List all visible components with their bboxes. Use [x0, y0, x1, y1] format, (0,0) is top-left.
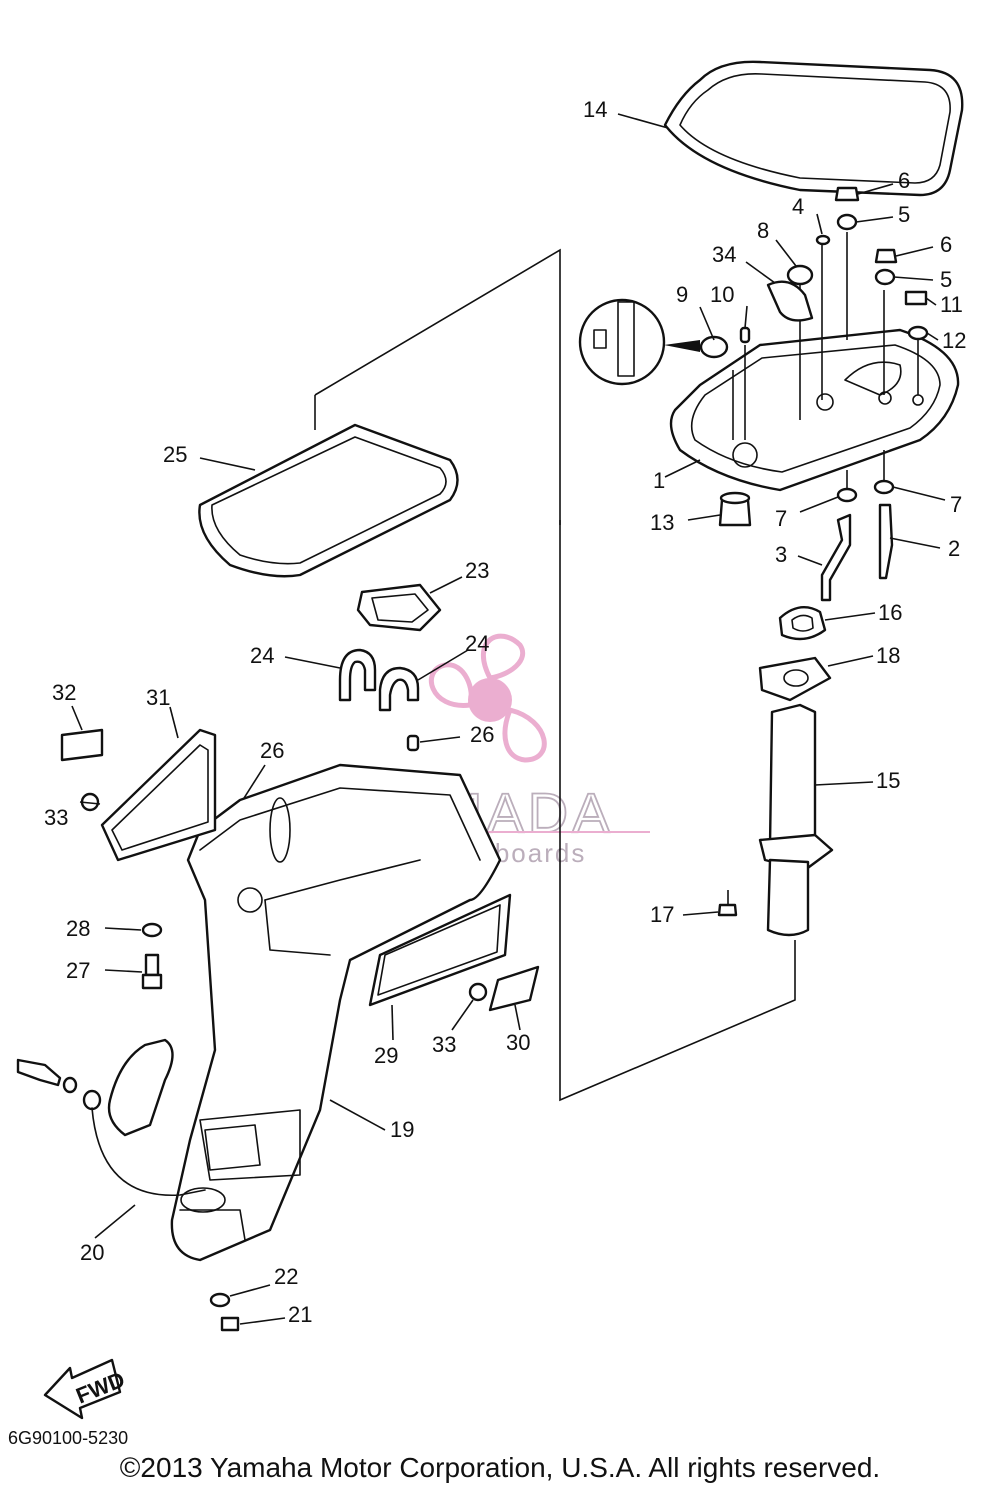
callout-33b: 33: [432, 1032, 456, 1057]
callout-26b: 26: [470, 722, 494, 747]
part-14-seal: [617, 60, 964, 197]
callout-11: 11: [940, 292, 963, 317]
callout-29: 29: [374, 1043, 398, 1068]
callout-24b: 24: [465, 631, 489, 656]
fwd-arrow-icon: FWD: [43, 1358, 128, 1420]
callout-16: 16: [878, 600, 902, 625]
parts-lower-left: [16, 1038, 286, 1332]
parts-upper-mid: [221, 576, 469, 834]
callout-32: 32: [52, 680, 76, 705]
callout-27: 27: [66, 958, 90, 983]
callout-12: 12: [942, 328, 966, 353]
callout-23: 23: [465, 558, 489, 583]
part-25-gasket: [198, 423, 459, 578]
callout-10: 10: [710, 282, 734, 307]
callout-33a: 33: [44, 805, 68, 830]
callout-7b: 7: [950, 492, 962, 517]
fastener-lines: [732, 232, 919, 495]
callout-34: 34: [712, 242, 736, 267]
callout-18: 18: [876, 643, 900, 668]
callout-5a: 5: [898, 202, 910, 227]
callout-25: 25: [163, 442, 187, 467]
copyright-notice: ©2013 Yamaha Motor Corporation, U.S.A. A…: [119, 1452, 881, 1483]
callout-17: 17: [650, 902, 674, 927]
callout-14: 14: [583, 97, 607, 122]
callout-4: 4: [792, 194, 804, 219]
callout-24a: 24: [250, 643, 274, 668]
callout-7a: 7: [775, 506, 787, 531]
callout-8: 8: [757, 218, 769, 243]
callout-2: 2: [948, 536, 960, 561]
callout-labels: 1 2 3 4 5 5 6 6 7 7 8 9 10 11 12 13 14 1…: [44, 97, 966, 1327]
callout-20: 20: [80, 1240, 104, 1265]
callout-21: 21: [288, 1302, 312, 1327]
assembly-outline: [314, 248, 796, 1102]
callout-15: 15: [876, 768, 900, 793]
callout-1: 1: [653, 468, 665, 493]
callout-19: 19: [390, 1117, 414, 1142]
part-19-lower-casing: [170, 763, 502, 1262]
detail-inset: [578, 298, 700, 386]
parts-right-cover: [368, 893, 540, 1041]
parts-28-27: [104, 922, 163, 990]
callout-28: 28: [66, 916, 90, 941]
callout-30: 30: [506, 1030, 530, 1055]
callout-26a: 26: [260, 738, 284, 763]
callout-5b: 5: [940, 267, 952, 292]
callout-6b: 6: [940, 232, 952, 257]
callout-6a: 6: [898, 168, 910, 193]
callout-13: 13: [650, 510, 674, 535]
callout-31: 31: [146, 685, 170, 710]
callout-3: 3: [775, 542, 787, 567]
small-parts-top: [699, 183, 946, 513]
callout-22: 22: [274, 1264, 298, 1289]
parts-right-column: [682, 491, 941, 937]
callout-9: 9: [676, 282, 688, 307]
part-code: 6G90100-5230: [8, 1428, 129, 1448]
part-1-bottom-plate: [664, 328, 960, 492]
parts-left-cover: [60, 705, 217, 862]
